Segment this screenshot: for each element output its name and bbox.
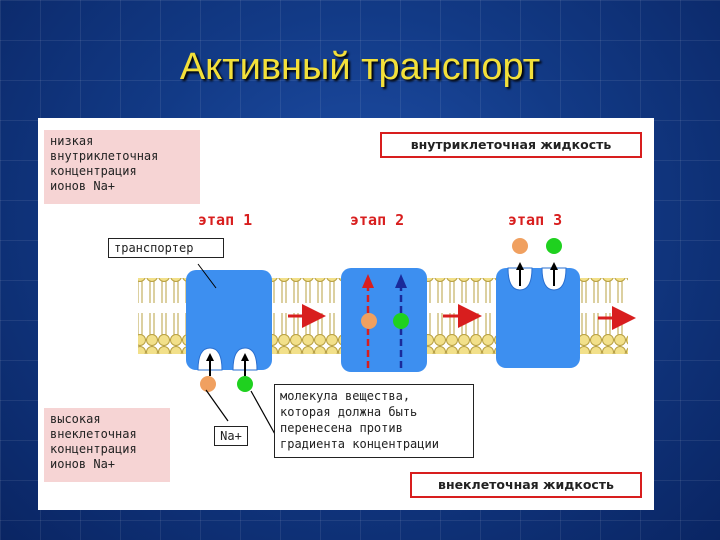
- transporter-pointer: [197, 263, 217, 289]
- molecule-stage-2: [393, 313, 409, 329]
- transporter-stage-3: [496, 262, 580, 368]
- stage-2-label: этап 2: [350, 211, 405, 229]
- stage-3-label: этап 3: [508, 211, 563, 229]
- diagram-panel: низкая внутриклеточная концентрация ионо…: [38, 118, 654, 510]
- extracellular-fluid-label: внеклеточная жидкость: [410, 472, 642, 498]
- high-concentration-note: высокая внеклеточная концентрация ионов …: [44, 408, 170, 482]
- sodium-label: Na+: [214, 426, 248, 446]
- transporter-stage-1: [186, 270, 272, 376]
- membrane-diagram: [138, 238, 636, 437]
- na-pointer: [205, 389, 229, 422]
- sodium-ion-stage-3: [512, 238, 528, 254]
- intracellular-fluid-label: внутриклеточная жидкость: [380, 132, 642, 158]
- molecule-pointer: [250, 390, 277, 437]
- low-concentration-note: низкая внутриклеточная концентрация ионо…: [44, 130, 200, 204]
- sodium-ion-stage-2: [361, 313, 377, 329]
- stage-1-label: этап 1: [198, 211, 253, 229]
- molecule-description-label: молекула вещества, которая должна быть п…: [274, 384, 474, 458]
- page-title: Активный транспорт: [179, 46, 541, 88]
- transporter-label: транспортер: [108, 238, 224, 258]
- sodium-ion-stage-1: [200, 376, 216, 392]
- molecule-stage-3: [546, 238, 562, 254]
- transporter-stage-2: [341, 268, 427, 372]
- molecule-stage-1: [237, 376, 253, 392]
